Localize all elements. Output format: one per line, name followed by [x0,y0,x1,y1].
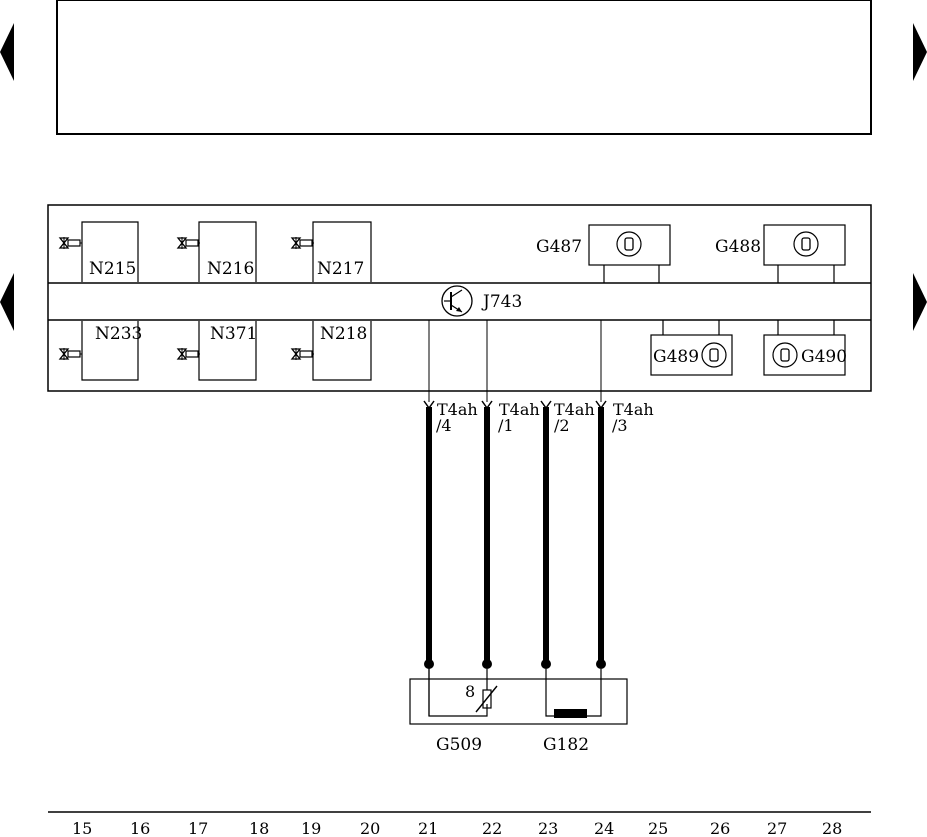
label-g489: G489 [653,347,699,367]
connector-pin: /4 [436,416,452,435]
valve-icon [290,237,314,249]
ruler-number: 28 [822,819,842,837]
sensor-symbol-icon [616,231,642,257]
sensor-unit-number: 8 [465,682,475,701]
solenoid-n215: N215 [58,221,139,282]
valve-icon [58,237,82,249]
ruler-number: 20 [360,819,380,837]
title-box [56,0,872,135]
sensor-symbol-icon [701,342,727,368]
label-g487: G487 [536,237,582,257]
ruler-number: 23 [538,819,558,837]
valve-icon [176,348,200,360]
label-n218: N218 [320,324,367,344]
label-n216: N216 [207,259,254,279]
label-n233: N233 [95,324,142,344]
sensor-g489: G489 [650,320,733,376]
connector-name: T4ah [499,400,540,419]
solenoid-n218: N218 [290,321,372,381]
component-housing [47,204,872,392]
sensor-symbol-icon [772,342,798,368]
ruler-number: 15 [72,819,92,837]
valve-icon [290,348,314,360]
ruler-number: 16 [130,819,150,837]
ruler-number: 17 [188,819,208,837]
connector-pin: /2 [554,416,570,435]
ruler-number: 22 [482,819,502,837]
thermistor-icon [482,689,492,709]
sensor-g487: G487 [536,224,671,283]
label-n217: N217 [317,259,364,279]
connector-name: T4ah [613,400,654,419]
solenoid-n371: N371 [176,321,257,381]
ruler-number: 21 [418,819,438,837]
connector-name: T4ah [554,400,595,419]
triangle-left-icon[interactable] [0,273,14,331]
resistor-icon [554,709,587,718]
ruler-number: 19 [301,819,321,837]
solenoid-n216: N216 [176,221,257,282]
transistor-icon [441,285,473,317]
solenoid-n233: N233 [58,321,142,381]
control-unit-j743: J743 [441,285,522,317]
ruler-number: 18 [249,819,269,837]
connector-name: T4ah [437,400,478,419]
valve-icon [176,237,200,249]
triangle-left-icon[interactable] [0,23,14,81]
wire-t4ah-3: T4ah /3 [595,400,654,669]
wire-t4ah-4: T4ah /4 [423,400,478,716]
triangle-right-icon[interactable] [913,273,927,331]
valve-icon [58,348,82,360]
triangle-right-icon[interactable] [913,23,927,81]
label-n215: N215 [89,259,136,279]
ruler-number: 27 [767,819,787,837]
sensor-unit-g509-g182: 8 G509 G182 [409,669,628,755]
label-j743: J743 [481,292,522,312]
wire-t4ah-1: T4ah /1 [481,400,540,669]
connector-pin: /3 [612,416,628,435]
wire-t4ah-2: T4ah /2 [540,400,595,669]
label-g488: G488 [715,237,761,257]
label-n371: N371 [210,324,257,344]
sensor-g490: G490 [763,320,847,376]
ruler-numbers: 15 16 17 18 19 20 21 22 23 24 25 26 27 2… [72,819,842,837]
label-g490: G490 [801,347,847,367]
solenoid-n217: N217 [290,221,372,282]
sensor-symbol-icon [793,231,819,257]
label-g509: G509 [436,735,482,755]
connector-pin: /1 [498,416,514,435]
ruler-number: 24 [594,819,614,837]
sensor-g488: G488 [715,224,846,283]
ruler-number: 26 [710,819,730,837]
ruler-number: 25 [648,819,668,837]
label-g182: G182 [543,735,589,755]
